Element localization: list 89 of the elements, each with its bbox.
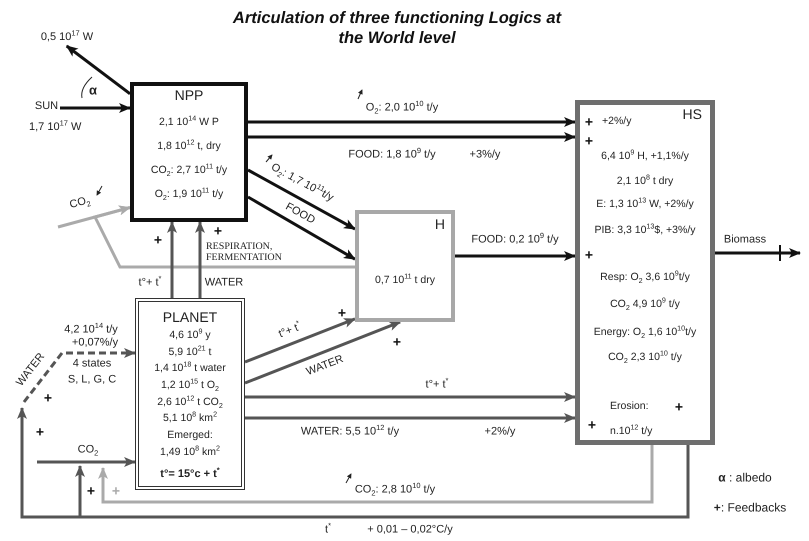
feedback-plus: + — [86, 484, 96, 498]
process-box — [355, 210, 455, 322]
value-label: 1,7 10$^{17}$ W — [29, 121, 82, 134]
value-label: +3%/y — [470, 148, 500, 162]
arrow — [37, 457, 136, 467]
feedback-plus: + — [214, 224, 222, 238]
box-text: 1,49 10$^{8}$ km$^{2}$ — [159, 446, 221, 458]
box-text: Resp: O$_{2}$ 3,6 10$^{9}$t/y — [599, 271, 691, 284]
arrow — [248, 132, 576, 142]
value-label: S, L, G, C — [68, 374, 116, 386]
feedback-plus: + — [584, 134, 594, 148]
arrow — [247, 196, 356, 260]
angle-symbol: α — [89, 84, 97, 96]
process-box — [135, 298, 245, 490]
arrow — [245, 413, 576, 423]
edge-label: FOOD: 0,2 10$^{9}$ t/y — [469, 234, 561, 246]
node-label: SUN — [34, 100, 60, 113]
legend-text: +: Feedbacks — [714, 502, 786, 514]
arrow — [60, 103, 131, 113]
edge-label: O$_{2}$: 2,0 10$^{10}$ t/y — [364, 102, 440, 114]
box-text: n.10$^{12}$ t/y — [610, 425, 652, 438]
arrow — [248, 117, 576, 127]
edge-label: t°+ t$^{*}$ — [136, 278, 164, 288]
box-title: H — [434, 216, 445, 232]
arrow — [715, 245, 801, 261]
arrow — [167, 221, 177, 298]
box-text: 5,9 10$^{21}$ t — [168, 346, 212, 358]
box-text: O$_{2}$: 1,9 10$^{11}$ t/y — [154, 188, 224, 200]
edge-label: CO$_{2}$: 2,8 10$^{10}$ t/y — [352, 484, 438, 496]
feedback-plus: + — [588, 418, 596, 432]
feedback-plus: + — [154, 234, 162, 246]
legend-text: α : albedo — [718, 472, 772, 484]
box-text: CO$_{2}$ 4,9 10$^{9}$ t/y — [609, 298, 681, 311]
arrow — [66, 44, 131, 95]
box-text: E: 1,3 10$^{13}$ W, +2%/y — [595, 198, 695, 211]
box-text: t°= 15°c + t$^{*}$ — [159, 468, 221, 480]
feedback-plus: + — [36, 426, 44, 438]
box-text: 2,1 10$^{14}$ W P — [158, 116, 220, 128]
box-title: PLANET — [162, 309, 218, 325]
edge-label: FOOD: 1,8 10$^{9}$ t/y — [346, 150, 438, 160]
value-label: + 0,01 – 0,02°C/y — [367, 524, 453, 536]
value-label: +2%/y — [484, 426, 516, 438]
box-text: 6,4 10$^{9}$ H, +1,1%/y — [600, 150, 690, 163]
node-label: 0,5 10$^{17}$ W — [40, 31, 94, 44]
box-text: 5,1 10$^{8}$ km$^{2}$ — [162, 412, 218, 424]
arrow — [244, 320, 402, 384]
box-text: Energy: O$_{2}$ 1,6 10$^{10}$t/y — [592, 326, 698, 339]
edge-label: WATER: 5,5 10$^{12}$ t/y — [298, 426, 402, 438]
edge-label: Biomass — [722, 234, 768, 246]
box-title: NPP — [174, 87, 204, 103]
value-label: t$^{*}$ — [325, 524, 331, 536]
edge-label: t°+ t$^{*}$ — [424, 380, 450, 390]
value-label: 4 states — [72, 358, 112, 370]
box-text: 1,2 10$^{15}$ t O$_{2}$ — [160, 378, 220, 392]
box-text: CO$_{2}$ 2,3 10$^{10}$ t/y — [607, 351, 683, 364]
feedback-plus: + — [674, 400, 684, 414]
value-label: +0,07%/y — [72, 336, 118, 350]
feedback-plus: + — [112, 484, 120, 498]
box-text: 1,4 10$^{18}$ t water — [153, 362, 227, 374]
box-text: 0,7 10$^{11}$ t dry — [374, 274, 436, 286]
box-text: Emerged: — [166, 428, 214, 442]
feedback-plus: + — [338, 306, 346, 320]
arrow — [22, 348, 136, 403]
box-text: PIB: 3,3 10$^{13}$$, +3%/y — [593, 224, 697, 237]
box-text: CO$_{2}$: 2,7 10$^{11}$ t/y — [150, 164, 228, 176]
feedback-plus: + — [44, 392, 52, 404]
diagram-title: Articulation of three functioning Logics at the World level — [232, 8, 563, 48]
box-text: Erosion: — [610, 400, 649, 413]
box-text: 2,1 10$^{8}$ t dry — [616, 175, 674, 188]
arrow — [58, 206, 131, 228]
feedback-plus: + — [584, 248, 594, 262]
box-title: HS — [682, 106, 702, 122]
box-text: 2,6 10$^{12}$ t CO$_{2}$ — [156, 396, 224, 408]
arrow — [244, 318, 356, 364]
edge-label: WATER — [202, 278, 246, 288]
value-label: 4,2 10$^{14}$ t/y — [64, 324, 118, 336]
arrow — [247, 168, 356, 230]
arrow — [98, 445, 654, 504]
arrow — [195, 221, 205, 298]
feedback-plus: + — [392, 336, 402, 348]
arrow — [245, 392, 576, 402]
box-text: 1,8 10$^{12}$ t, dry — [156, 140, 222, 152]
box-text: +2%/y — [602, 115, 632, 128]
box-text: 4,6 10$^{9}$ y — [168, 328, 212, 342]
feedback-plus: + — [584, 116, 594, 128]
edge-label: CO$_{2}$ — [76, 444, 100, 456]
arrow — [455, 251, 576, 261]
process-box — [575, 100, 715, 445]
process-box — [130, 82, 248, 222]
